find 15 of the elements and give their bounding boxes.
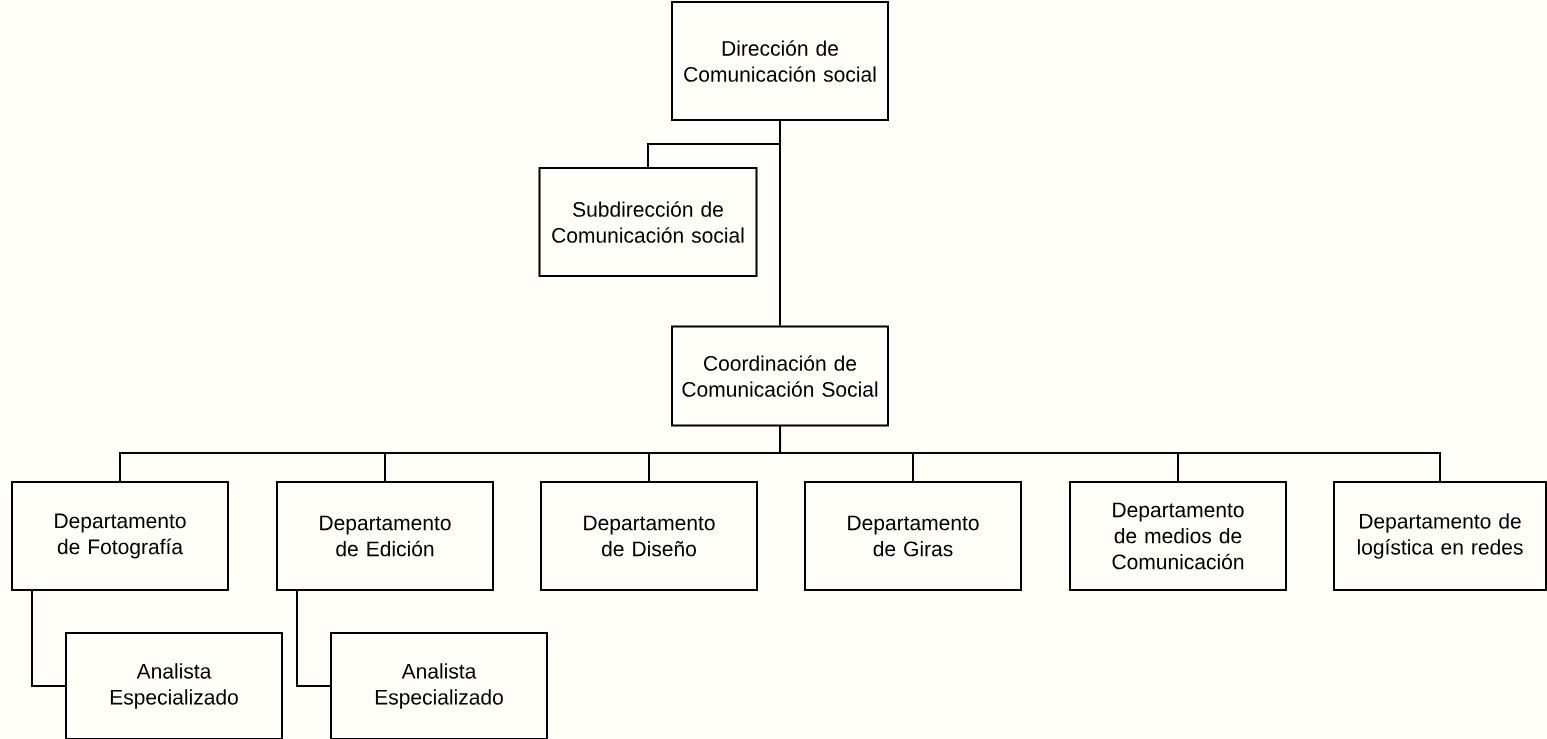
org-box: Departamento de Diseño bbox=[540, 481, 758, 591]
connector-line bbox=[779, 425, 1441, 482]
org-box: Departamento de logística en redes bbox=[1333, 481, 1547, 591]
connector-line bbox=[296, 590, 331, 687]
connector-line bbox=[31, 590, 66, 687]
org-box: Coordinación de Comunicación Social bbox=[671, 325, 889, 427]
org-box: Departamento de Fotografía bbox=[11, 481, 229, 591]
org-box: Departamento de Edición bbox=[276, 481, 494, 591]
org-box: Analista Especializado bbox=[330, 632, 548, 739]
connector-line bbox=[779, 120, 781, 327]
org-box: Subdirección de Comunicación social bbox=[538, 167, 758, 277]
org-box: Dirección de Comunicación social bbox=[671, 1, 889, 121]
org-box: Analista Especializado bbox=[65, 632, 283, 739]
org-box: Departamento de medios de Comunicación bbox=[1069, 481, 1287, 591]
org-box: Departamento de Giras bbox=[804, 481, 1022, 591]
